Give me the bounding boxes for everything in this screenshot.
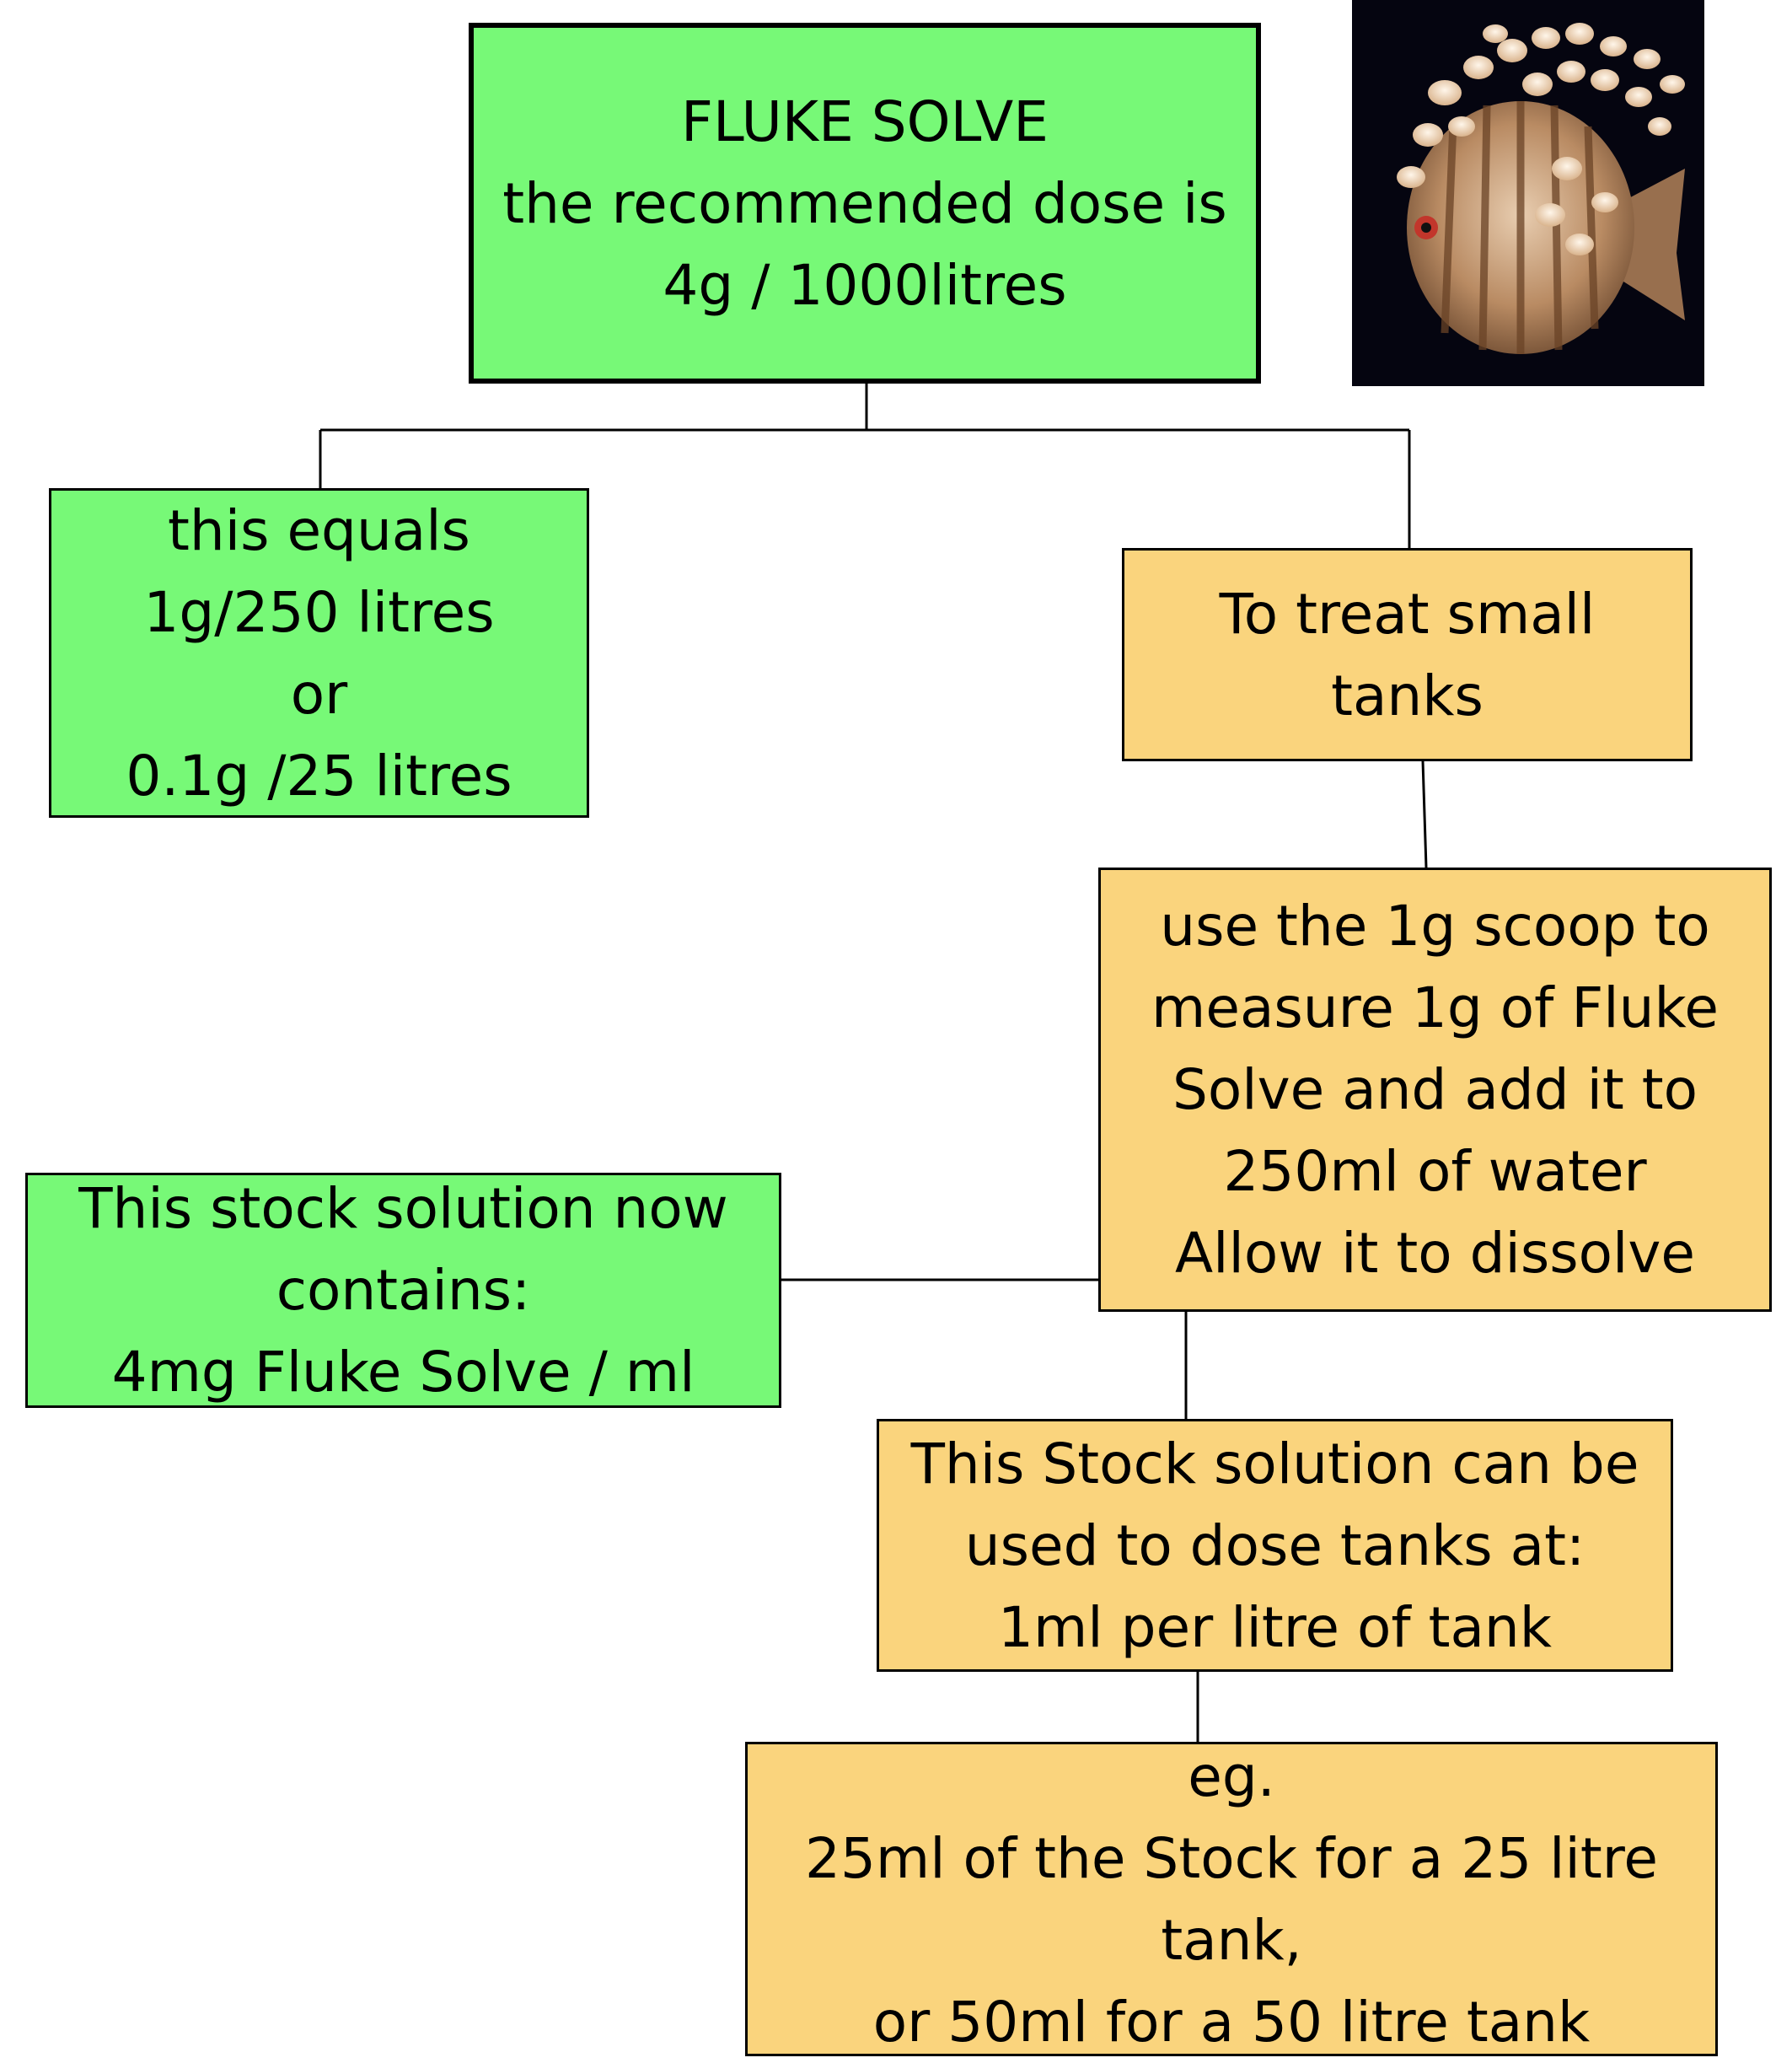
connector-small-tanks-to-scoop bbox=[1421, 760, 1428, 868]
equals-line-2: 1g/250 litres bbox=[143, 579, 495, 645]
equals-line-1: this equals bbox=[168, 497, 470, 563]
dose-tanks-line-3: 1ml per litre of tank bbox=[997, 1594, 1552, 1660]
equals-line-3: or bbox=[290, 661, 348, 727]
discus-fish-photo bbox=[1352, 0, 1704, 386]
scoop-line-5: Allow it to dissolve bbox=[1175, 1221, 1695, 1286]
scoop-instructions-box: use the 1g scoop to measure 1g of Fluke … bbox=[1098, 868, 1772, 1312]
equals-line-4: 0.1g /25 litres bbox=[126, 743, 512, 809]
dose-title-line-1: FLUKE SOLVE bbox=[681, 89, 1049, 154]
example-line-4: or 50ml for a 50 litre tank bbox=[872, 1989, 1591, 2055]
scoop-line-3: Solve and add it to bbox=[1172, 1057, 1698, 1122]
scoop-line-4: 250ml of water bbox=[1223, 1139, 1647, 1204]
scoop-line-2: measure 1g of Fluke bbox=[1151, 975, 1719, 1040]
small-tanks-box: To treat small tanks bbox=[1122, 548, 1693, 761]
dose-title-line-2: the recommended dose is bbox=[502, 170, 1227, 236]
stock-contains-line-3: 4mg Fluke Solve / ml bbox=[111, 1340, 695, 1405]
dose-tanks-line-1: This Stock solution can be bbox=[910, 1431, 1639, 1496]
scoop-line-1: use the 1g scoop to bbox=[1160, 894, 1710, 959]
equals-box: this equals 1g/250 litres or 0.1g /25 li… bbox=[49, 488, 589, 818]
stock-contains-box: This stock solution now contains: 4mg Fl… bbox=[25, 1173, 781, 1408]
discus-fish-icon bbox=[1352, 0, 1704, 386]
dose-tanks-box: This Stock solution can be used to dose … bbox=[877, 1419, 1673, 1672]
dose-tanks-line-2: used to dose tanks at: bbox=[964, 1512, 1585, 1578]
example-line-2: 25ml of the Stock for a 25 litre bbox=[804, 1825, 1659, 1891]
small-tanks-line-1: To treat small bbox=[1219, 581, 1596, 647]
dose-title-box: FLUKE SOLVE the recommended dose is 4g /… bbox=[469, 23, 1261, 384]
stock-contains-line-1: This stock solution now bbox=[78, 1176, 728, 1241]
stock-contains-line-2: contains: bbox=[276, 1258, 531, 1323]
example-box: eg. 25ml of the Stock for a 25 litre tan… bbox=[745, 1742, 1718, 2056]
example-line-1: eg. bbox=[1188, 1743, 1275, 1809]
small-tanks-line-2: tanks bbox=[1331, 663, 1483, 728]
dose-title-line-3: 4g / 1000litres bbox=[663, 252, 1067, 318]
example-line-3: tank, bbox=[1161, 1907, 1302, 1973]
